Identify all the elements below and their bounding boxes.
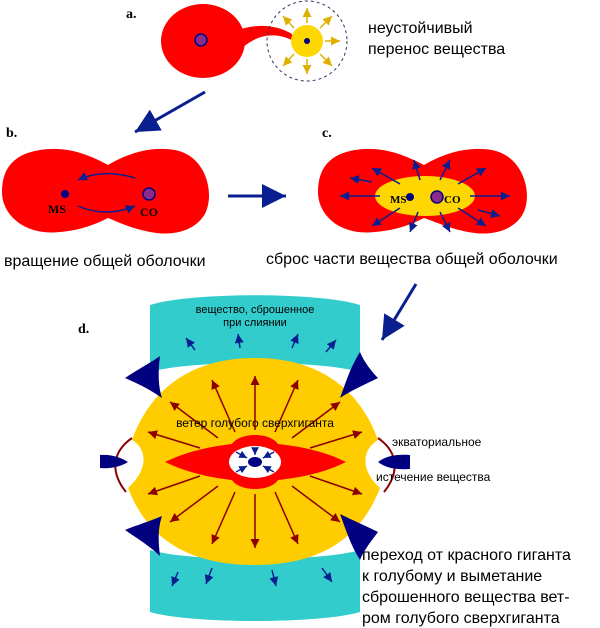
panel-c: c. MS CO сброс части вещества общей обол… bbox=[266, 126, 558, 268]
ejecta-lobe-top bbox=[150, 295, 360, 372]
co-core-b bbox=[142, 187, 156, 201]
ejecta-wedge-bottom-left bbox=[125, 516, 162, 556]
ejecta-lobe-bottom bbox=[150, 550, 360, 621]
panel-a-caption-line-2: перенос вещества bbox=[368, 41, 505, 58]
panel-a-caption-line-1: неустойчивый bbox=[368, 20, 473, 37]
panel-d: d. bbox=[78, 295, 571, 627]
ejecta-wedge-right bbox=[378, 454, 410, 470]
rotation-arrow-top bbox=[77, 172, 136, 181]
infall-arrows bbox=[235, 447, 275, 474]
ms-star-b bbox=[61, 190, 69, 198]
ejection-arrows bbox=[340, 159, 510, 233]
panel-d-caption-line-3: сброшенного вещества вет- bbox=[362, 589, 570, 606]
co-label-c: CO bbox=[444, 194, 461, 206]
ejecta-wedge-bottom-right bbox=[340, 514, 378, 560]
transition-arrow-c-d bbox=[380, 283, 418, 341]
panel-d-letter: d. bbox=[78, 322, 89, 337]
panel-c-caption: сброс части вещества общей оболочки bbox=[266, 251, 558, 268]
top-lobe-label-line-1: вещество, сброшенное bbox=[196, 304, 315, 316]
ejecta-wedge-top-left bbox=[125, 356, 162, 398]
wind-label: ветер голубого сверхгиганта bbox=[176, 416, 334, 430]
inner-yellow-region bbox=[375, 176, 475, 216]
panel-d-caption-line-4: ром голубого сверхгиганта bbox=[362, 610, 560, 627]
giant-core bbox=[194, 33, 208, 47]
companion-core bbox=[304, 38, 310, 44]
roche-lobe bbox=[266, 0, 348, 82]
panel-b-caption: вращение общей оболочки bbox=[4, 253, 206, 270]
panel-a-letter: a. bbox=[126, 7, 137, 22]
panel-d-caption-line-1: переход от красного гиганта bbox=[362, 547, 571, 564]
panel-d-caption-line-2: к голубому и выметание bbox=[362, 568, 542, 585]
equator-label-line-2: истечение вещества bbox=[376, 470, 491, 484]
panel-a: a. неустойчивый перенос вещества bbox=[126, 0, 505, 82]
co-core-c bbox=[430, 190, 444, 204]
ejecta-wedge-top-right bbox=[340, 352, 378, 398]
outflow-arrows bbox=[282, 8, 340, 74]
rotation-arrow-bottom bbox=[77, 205, 136, 214]
ms-label-b: MS bbox=[48, 202, 66, 216]
ejecta-wedge-left bbox=[100, 454, 128, 469]
equator-label-line-1: экваториальное bbox=[392, 435, 482, 449]
panel-b: b. MS CO вращение общей оболочки bbox=[2, 126, 210, 270]
ms-label-c: MS bbox=[390, 194, 407, 206]
wind-arrows bbox=[147, 376, 363, 548]
panel-b-letter: b. bbox=[6, 126, 17, 141]
co-label-b: CO bbox=[140, 205, 158, 219]
common-envelope-b bbox=[2, 148, 210, 234]
merger-remnant-core bbox=[248, 457, 262, 467]
lobe-arrows bbox=[171, 333, 337, 587]
top-lobe-label-line-2: при слиянии bbox=[223, 317, 287, 329]
panel-c-letter: c. bbox=[322, 126, 332, 141]
transition-arrow-a-b bbox=[134, 90, 206, 134]
ms-star-c bbox=[406, 193, 414, 201]
mass-transfer-stream bbox=[238, 25, 292, 48]
